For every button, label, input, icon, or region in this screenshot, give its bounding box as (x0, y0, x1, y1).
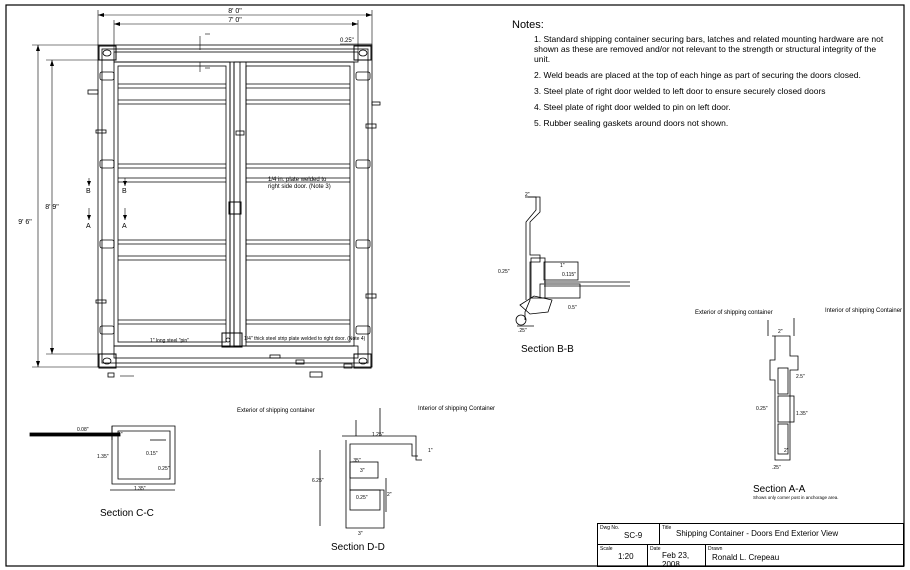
section-dd-dim-7: 2" (387, 492, 392, 498)
section-dd-dim-3: 3" (360, 468, 365, 474)
section-cc-drawing (29, 425, 176, 491)
dim-inner-height: 8' 9" (45, 204, 59, 211)
dwg-no-value: SC-9 (624, 531, 643, 540)
section-bb-dim-2: 1" (560, 263, 565, 269)
section-bb-drawing (515, 196, 630, 327)
scale-value: 1:20 (618, 552, 634, 561)
section-bb-dim-5: 0.5" (568, 305, 577, 311)
pin-label: 1" long steel "pin" (150, 338, 189, 344)
section-aa-dim-4: 1.35" (796, 411, 808, 417)
section-aa-dim-1: 2" (778, 329, 783, 335)
note-item: 3. Steel plate of right door welded to l… (534, 86, 826, 96)
section-dd-dim-2: .35" (352, 458, 361, 464)
marker-a-left: A (86, 223, 91, 230)
section-dd-dim-1: 1.25" (372, 432, 384, 438)
section-bb-dim-3: 0.25" (498, 269, 510, 275)
section-dd-dim-8: 3" (358, 531, 363, 537)
marker-b-left: B (86, 188, 91, 195)
section-aa-dim-2: 2.5" (796, 374, 805, 380)
section-bb-title: Section B-B (521, 344, 574, 355)
title-block-row-top: Dwg No. SC-9 Title Shipping Container - … (598, 524, 903, 545)
drawn-label: Drawn (708, 546, 723, 552)
plate-note: 1/4 in. plate welded to right side door.… (268, 177, 331, 190)
notes-title: Notes: (512, 19, 544, 31)
section-cc-dim-6: 0.25" (158, 466, 170, 472)
title-block: Dwg No. SC-9 Title Shipping Container - … (597, 523, 904, 569)
pin-plate-note: 1/4" thick steel strip plate welded to r… (244, 336, 366, 342)
section-aa-subtitle: Shows only corner post in anchorage area… (753, 495, 839, 500)
section-aa-dim-5: 2" (784, 448, 789, 454)
section-aa-drawing (767, 318, 799, 461)
drawing-title: Shipping Container - Doors End Exterior … (676, 529, 839, 538)
note-item: 1. Standard shipping container securing … (534, 34, 884, 64)
dwg-no-label: Dwg No. (600, 525, 620, 531)
section-aa-exterior-label: Exterior of shipping container (695, 310, 773, 316)
dim-overall-width: 8' 0" (228, 8, 242, 15)
section-bb-dim-4: 0.115" (562, 272, 576, 278)
marker-b-right: B (122, 188, 127, 195)
title-block-row-bottom: Scale 1:20 Date Feb 23, 2008 Drawn Ronal… (598, 545, 903, 569)
sheet-border (5, 4, 905, 567)
section-dd-interior-label: Interior of shipping Container (418, 406, 495, 412)
notes-list: 1. Standard shipping container securing … (512, 34, 892, 128)
note-item: 4. Steel plate of right door welded to p… (534, 102, 731, 112)
section-cc-dim-4: 1.35" (97, 454, 109, 460)
title-cell: Title Shipping Container - Doors End Ext… (660, 524, 903, 544)
section-bb-dim-1: 2" (525, 192, 530, 198)
section-bb-dim-6: .25" (518, 328, 527, 334)
section-cc-dim-2: 1" (118, 432, 123, 438)
section-dd-dim-6: 0.25" (356, 495, 368, 501)
elevation-dimensions (32, 10, 373, 377)
notes-block: Notes: 1. Standard shipping container se… (512, 20, 892, 134)
drawn-cell: Drawn Ronald L. Crepeau (706, 545, 903, 566)
section-cc-dim-3: 0.15" (146, 451, 158, 457)
date-cell: Date Feb 23, 2008 (648, 545, 706, 569)
date-value: Feb 23, 2008 (662, 551, 690, 569)
dim-corner: 0.25" (340, 38, 354, 44)
drawn-by-value: Ronald L. Crepeau (712, 553, 780, 562)
section-dd-dim-4: 1" (428, 448, 433, 454)
elevation-arrowheads (36, 13, 372, 367)
section-cc-dim-1: 0.08" (77, 427, 89, 433)
section-cc-dim-5: 1.35" (134, 486, 146, 492)
scale-label: Scale (600, 546, 613, 552)
section-cc-title: Section C-C (100, 508, 154, 519)
section-dd-exterior-label: Exterior of shipping container (237, 408, 315, 414)
section-dd-title: Section D-D (331, 542, 385, 553)
section-aa-dim-6: .25" (772, 465, 781, 471)
scale-cell: Scale 1:20 (598, 545, 648, 566)
note-item: 2. Weld beads are placed at the top of e… (534, 70, 861, 80)
dim-overall-height: 9' 6" (18, 219, 32, 226)
note-item: 5. Rubber sealing gaskets around doors n… (534, 118, 729, 128)
section-aa-interior-label: Interior of shipping Container (825, 308, 902, 314)
dwg-no-cell: Dwg No. SC-9 (598, 524, 660, 544)
door-elevation (87, 44, 381, 378)
section-dd-drawing (319, 408, 422, 529)
section-dd-dim-5: 6.25" (312, 478, 324, 484)
date-label: Date (650, 546, 661, 552)
section-aa-dim-3: 0.25" (756, 406, 768, 412)
title-label: Title (662, 525, 672, 531)
marker-a-right: A (122, 223, 127, 230)
dim-inner-width: 7' 0" (228, 17, 242, 24)
section-aa-title: Section A-A (753, 484, 806, 495)
